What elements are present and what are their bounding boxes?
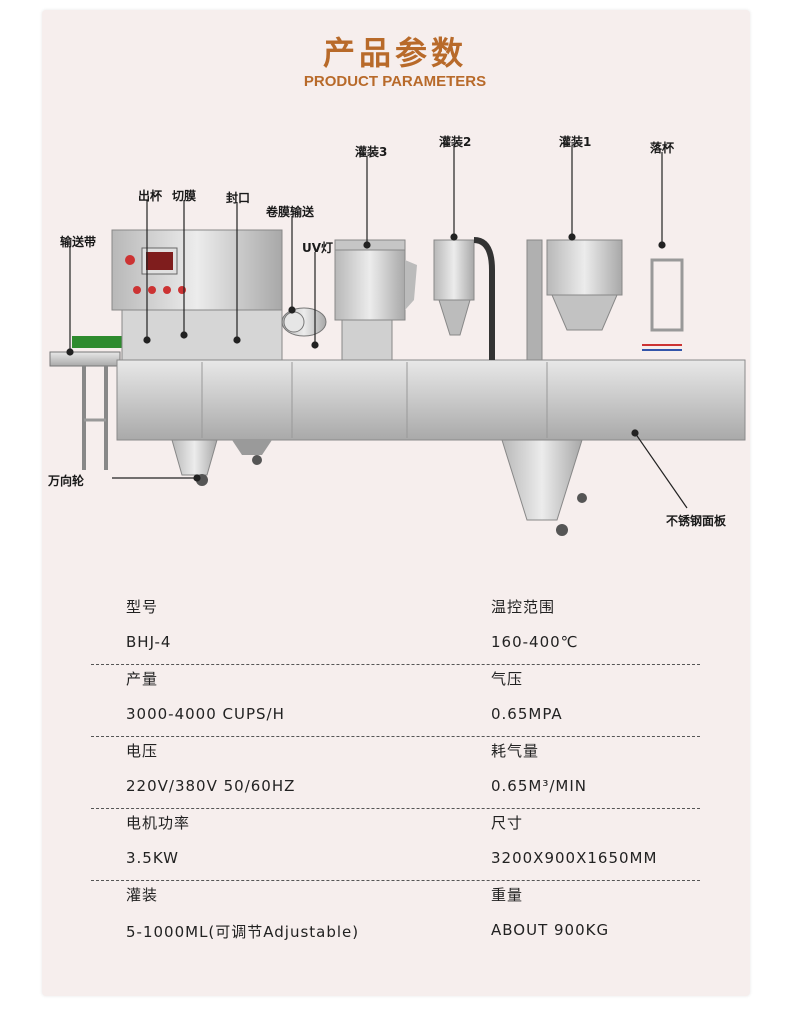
page-subtitle: PRODUCT PARAMETERS xyxy=(303,73,487,90)
row-divider xyxy=(91,880,700,881)
callout-caster: 万向轮 xyxy=(48,474,85,488)
param-label: 电机功率 xyxy=(126,814,191,832)
cup-drop-station xyxy=(642,258,684,351)
product-card xyxy=(42,10,750,996)
callout-cup-drop: 落杯 xyxy=(650,141,675,155)
row-divider xyxy=(91,664,700,665)
param-value: 0.65M³/MIN xyxy=(491,777,587,795)
param-value: 3200X900X1650MM xyxy=(491,849,658,867)
param-label: 温控范围 xyxy=(491,598,556,616)
callout-fill-2: 灌装2 xyxy=(439,135,472,149)
param-label: 灌装 xyxy=(126,886,159,904)
row-divider xyxy=(91,736,700,737)
param-value: 3000-4000 CUPS/H xyxy=(126,705,285,723)
control-cabinet xyxy=(111,229,283,361)
row-divider xyxy=(91,808,700,809)
param-label: 重量 xyxy=(491,886,524,904)
filling-station-3 xyxy=(334,239,417,361)
callout-cup-out: 出杯 xyxy=(138,189,163,203)
param-row: 电机功率 3.5KW 尺寸 3200X900X1650MM xyxy=(0,806,790,881)
param-value: 3.5KW xyxy=(126,849,179,867)
param-value: 160-400℃ xyxy=(491,633,579,651)
machine-illustration xyxy=(49,146,746,536)
param-row: 型号 BHJ-4 温控范围 160-400℃ xyxy=(0,590,790,665)
filling-station-1 xyxy=(526,239,623,361)
parameter-table: 型号 BHJ-4 温控范围 160-400℃ 产量 3000-4000 CUPS/H … xyxy=(0,590,790,950)
param-value: 5-1000ML(可调节Adjustable) xyxy=(126,923,360,941)
callout-uv-lamp: UV灯 xyxy=(302,241,334,255)
param-row: 电压 220V/380V 50/60HZ 耗气量 0.65M³/MIN xyxy=(0,734,790,809)
param-value: ABOUT 900KG xyxy=(491,921,610,939)
param-value: 0.65MPA xyxy=(491,705,563,723)
param-value: 220V/380V 50/60HZ xyxy=(126,777,296,795)
callout-fill-1: 灌装1 xyxy=(559,135,592,149)
filling-station-2 xyxy=(433,237,495,360)
callout-fill-3: 灌装3 xyxy=(355,145,388,159)
callout-seal: 封口 xyxy=(226,191,251,205)
param-label: 型号 xyxy=(126,598,159,616)
param-value: BHJ-4 xyxy=(126,633,172,651)
callout-conveyor: 输送带 xyxy=(60,235,97,249)
conveyor-frame xyxy=(49,336,127,470)
page-title: 产品参数 xyxy=(322,34,467,72)
param-label: 气压 xyxy=(491,670,524,688)
callout-steel-panel: 不锈钢面板 xyxy=(666,514,727,528)
machine-body xyxy=(116,359,746,521)
param-row: 产量 3000-4000 CUPS/H 气压 0.65MPA xyxy=(0,662,790,737)
callout-film-roll: 卷膜输送 xyxy=(266,205,315,219)
param-label: 产量 xyxy=(126,670,159,688)
film-roll xyxy=(281,307,327,337)
callout-film-cut: 切膜 xyxy=(172,189,197,203)
param-label: 尺寸 xyxy=(491,814,524,832)
param-label: 耗气量 xyxy=(491,742,540,760)
param-label: 电压 xyxy=(126,742,159,760)
param-row: 灌装 5-1000ML(可调节Adjustable) 重量 ABOUT 900KG xyxy=(0,878,790,950)
